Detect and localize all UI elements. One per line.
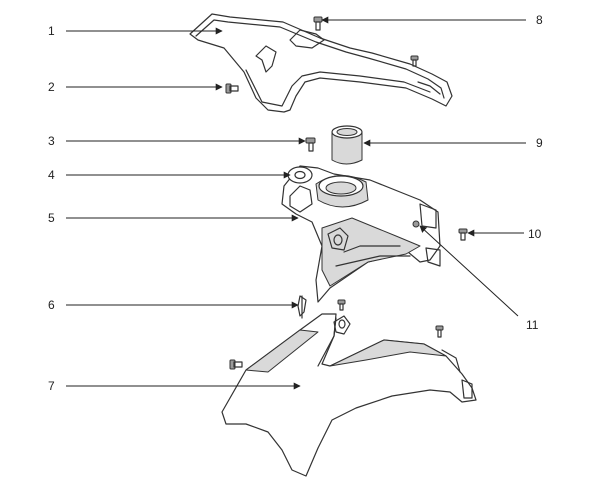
screw-part-8 xyxy=(313,16,323,31)
bushing-part xyxy=(331,125,363,165)
callout-5: 5 xyxy=(48,211,55,225)
central-housing-part xyxy=(281,165,441,303)
screw-part-small-mid xyxy=(337,299,346,311)
lower-cover-part xyxy=(221,313,477,477)
callout-7: 7 xyxy=(48,379,55,393)
leader-11 xyxy=(419,225,519,317)
callout-labels: 1 2 3 4 5 6 7 8 9 10 11 xyxy=(48,13,543,393)
leader-lines xyxy=(66,16,526,390)
callout-6: 6 xyxy=(48,298,55,312)
screw-part-left xyxy=(229,359,243,370)
screw-part-3 xyxy=(305,137,316,152)
clip-part xyxy=(297,295,307,319)
screw-part-small-right xyxy=(435,325,444,338)
callout-8: 8 xyxy=(536,13,543,27)
screw-part-2 xyxy=(225,83,239,94)
callout-11: 11 xyxy=(526,318,539,332)
screw-part-10 xyxy=(458,228,468,241)
callout-3: 3 xyxy=(48,134,55,148)
callout-1: 1 xyxy=(48,24,55,38)
callout-4: 4 xyxy=(48,168,55,182)
callout-9: 9 xyxy=(536,136,543,150)
callout-2: 2 xyxy=(48,80,55,94)
callout-10: 10 xyxy=(528,227,542,241)
bracket-frame-part xyxy=(189,13,453,113)
screw-part-small-top xyxy=(410,55,419,67)
